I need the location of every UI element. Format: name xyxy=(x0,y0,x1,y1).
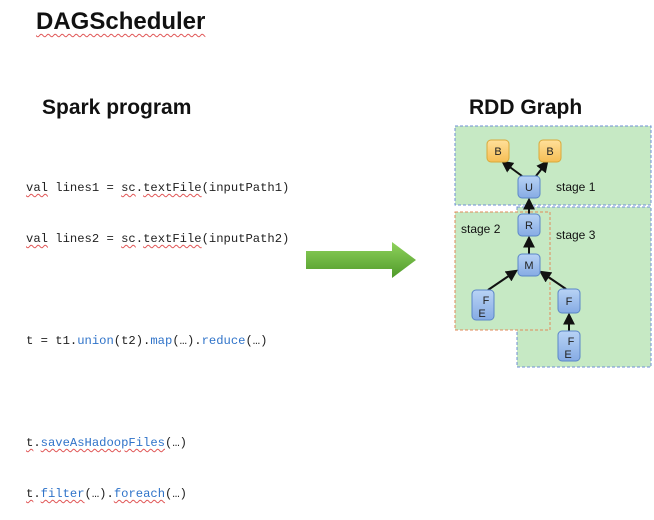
rdd-graph-heading: RDD Graph xyxy=(469,96,583,119)
svg-text:E: E xyxy=(478,308,485,320)
spark-code-block: val lines1 = sc.textFile(inputPath1) val… xyxy=(26,146,289,520)
svg-text:F: F xyxy=(566,296,573,308)
node-fe1: F E xyxy=(471,289,495,321)
stage1-region xyxy=(454,125,652,206)
node-f: F xyxy=(557,288,581,314)
spark-program-heading: Spark program xyxy=(42,96,192,119)
edge-fe1-m xyxy=(487,269,518,291)
svg-text:B: B xyxy=(494,146,501,158)
edge-u-b2 xyxy=(535,160,549,177)
svg-text:B: B xyxy=(546,146,553,158)
code-line-1: val lines1 = sc.textFile(inputPath1) xyxy=(26,181,290,195)
node-r: R xyxy=(517,213,541,237)
stage1-label: stage 1 xyxy=(556,180,596,194)
svg-text:F: F xyxy=(568,336,575,348)
node-u: U xyxy=(517,175,541,199)
svg-text:E: E xyxy=(564,349,571,361)
rdd-graph: stage 1 stage 2 stage 3 B B U R M F E F … xyxy=(454,125,652,368)
svg-text:R: R xyxy=(525,220,533,232)
transform-arrow-icon xyxy=(306,242,416,278)
code-line-4: t.saveAsHadoopFiles(…) xyxy=(26,436,187,450)
svg-text:F: F xyxy=(483,295,490,307)
svg-text:U: U xyxy=(525,182,533,194)
code-line-5: t.filter(…).foreach(…) xyxy=(26,487,187,501)
node-b1: B xyxy=(486,139,510,163)
edge-u-b1 xyxy=(501,160,523,177)
code-line-3: t = t1.union(t2).map(…).reduce(…) xyxy=(26,334,268,348)
node-m: M xyxy=(517,253,541,277)
stage3-label: stage 3 xyxy=(556,228,596,242)
node-fe2: F E xyxy=(557,330,581,362)
code-line-2: val lines2 = sc.textFile(inputPath2) xyxy=(26,232,290,246)
stage2-label: stage 2 xyxy=(461,222,501,236)
svg-text:M: M xyxy=(524,260,533,272)
page-title: DAGScheduler xyxy=(36,8,206,35)
node-b2: B xyxy=(538,139,562,163)
edge-f-m xyxy=(539,270,567,290)
